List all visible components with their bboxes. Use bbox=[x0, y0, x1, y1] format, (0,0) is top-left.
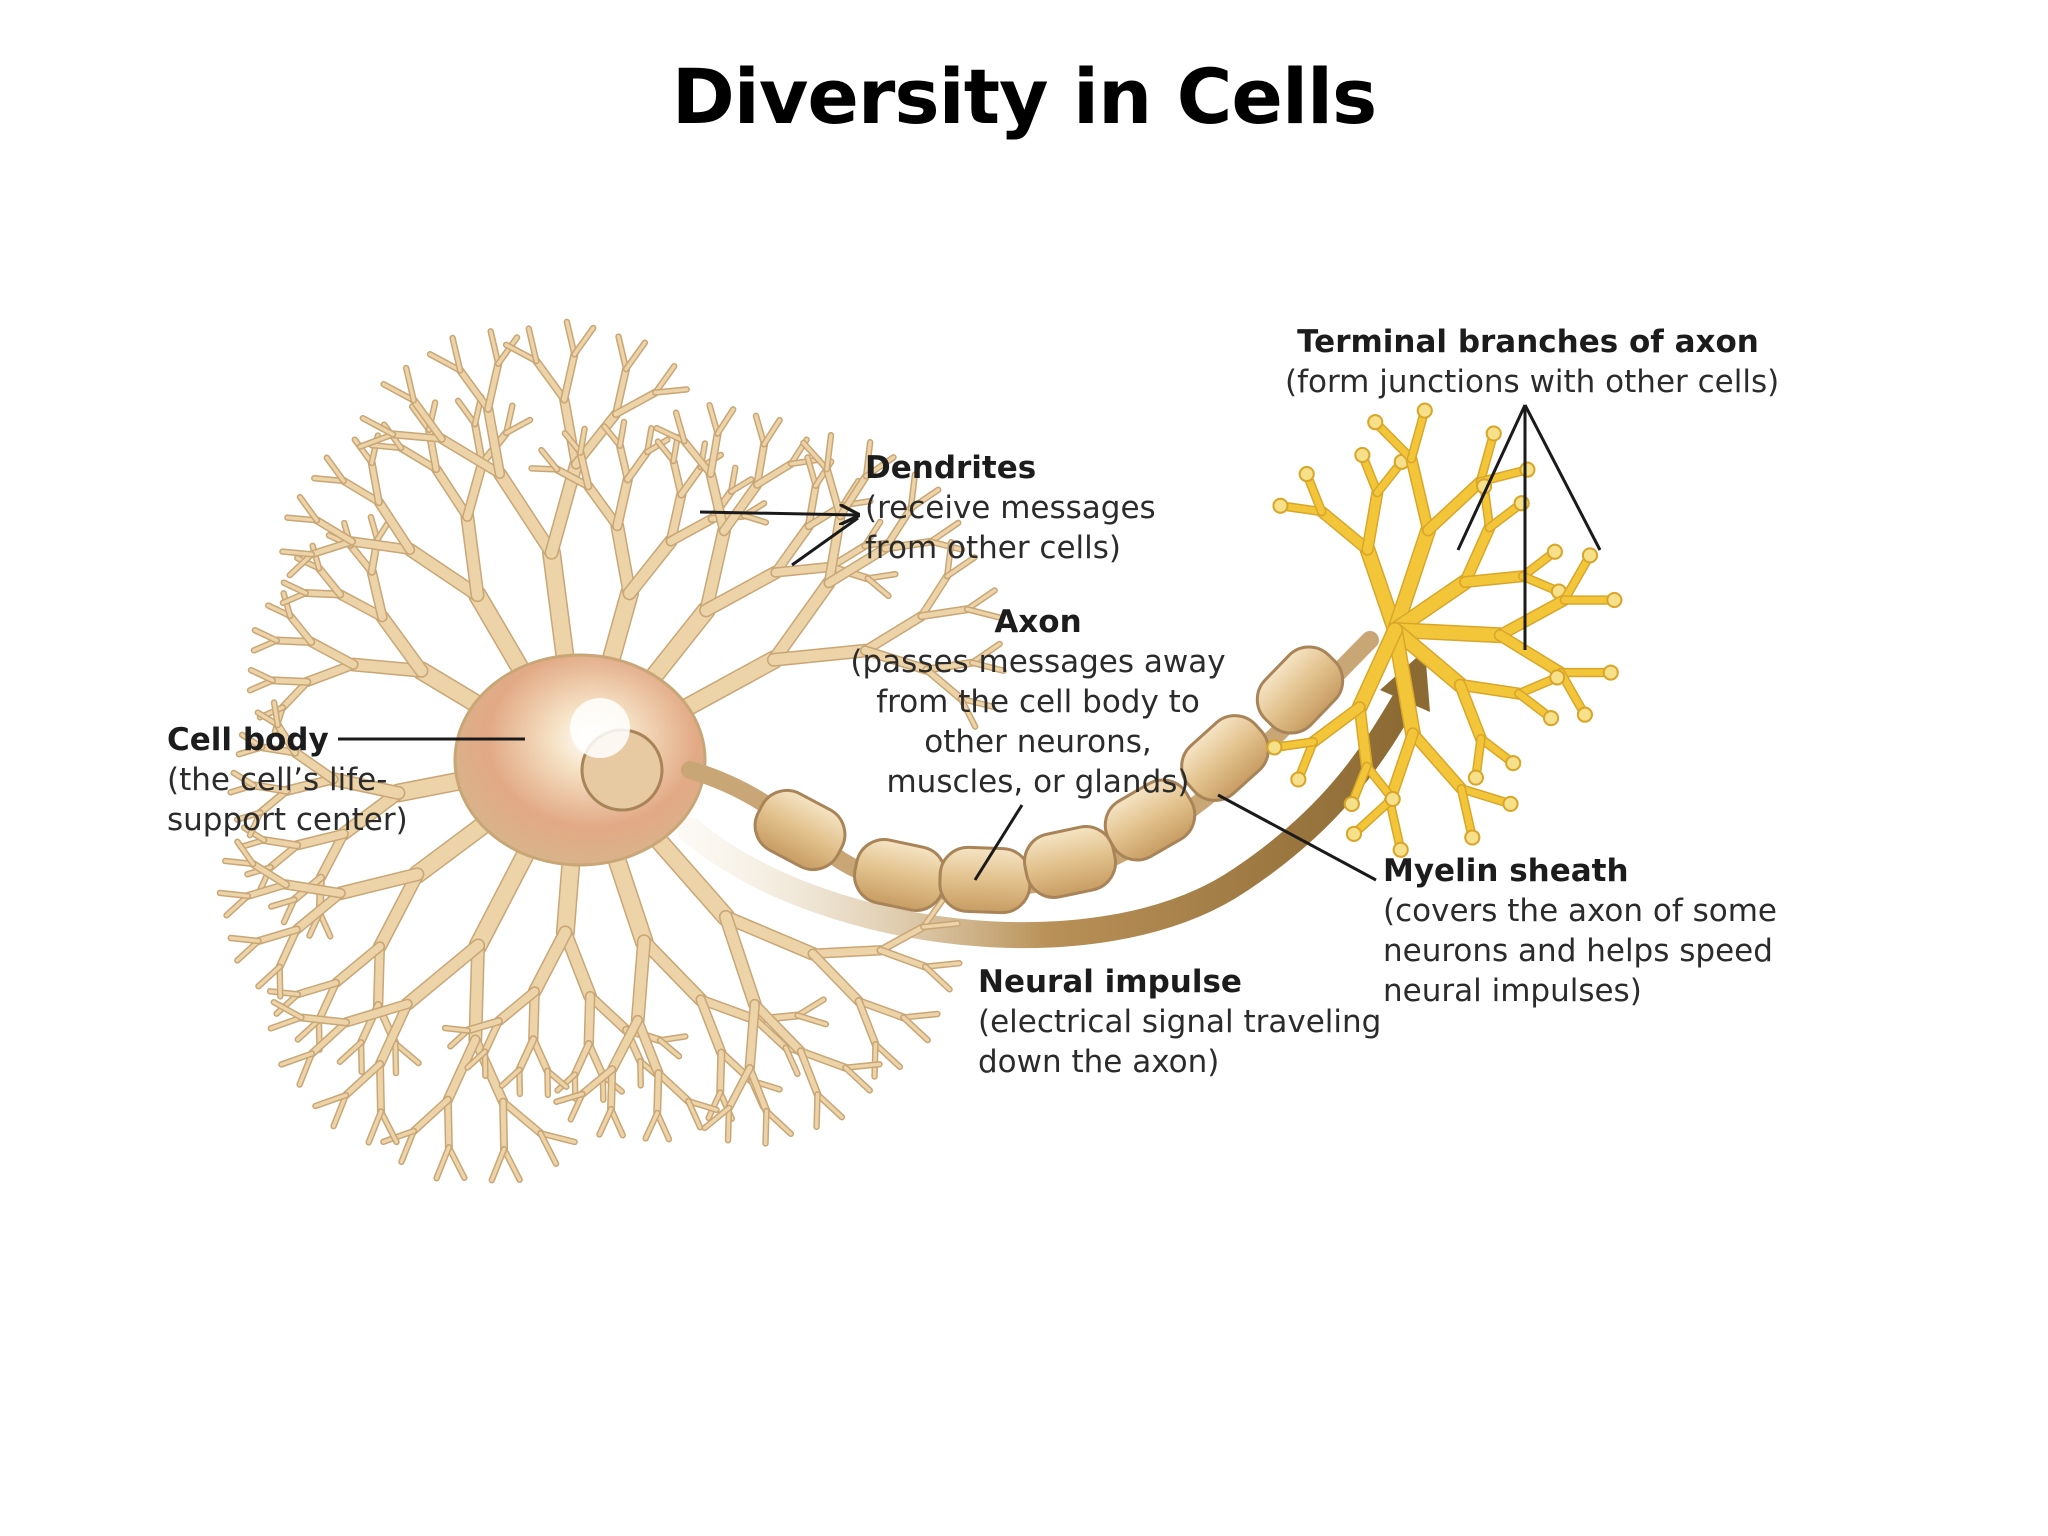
dendrites-pointer-lower bbox=[791, 516, 859, 567]
axon-description: (passes messages away from the cell body… bbox=[850, 644, 1226, 800]
terminal-pointer-1 bbox=[1456, 404, 1527, 551]
label-neural-impulse: Neural impulse (electrical signal travel… bbox=[978, 962, 1381, 1082]
cell-body-soma bbox=[453, 653, 707, 867]
label-axon: Axon (passes messages away from the cell… bbox=[838, 602, 1238, 802]
neural-impulse-title: Neural impulse bbox=[978, 964, 1242, 1000]
terminal-pointer-3 bbox=[1523, 404, 1602, 551]
label-myelin-sheath: Myelin sheath (covers the axon of some n… bbox=[1383, 851, 1777, 1011]
axon-pointer bbox=[973, 804, 1024, 881]
label-dendrites: Dendrites (receive messages from other c… bbox=[865, 448, 1156, 568]
cell-body-title: Cell body bbox=[167, 722, 329, 758]
dendrites-pointer-upper bbox=[699, 512, 858, 515]
pointer-lines bbox=[338, 404, 1602, 882]
terminal-branches-description: (form junctions with other cells) bbox=[1285, 364, 1780, 400]
myelin-pointer bbox=[1217, 793, 1377, 882]
cell-body-description: (the cell’s life- support center) bbox=[167, 762, 408, 838]
slide-title: Diversity in Cells bbox=[671, 52, 1378, 141]
neural-impulse-description: (electrical signal traveling down the ax… bbox=[978, 1004, 1382, 1080]
myelin-sheath-title: Myelin sheath bbox=[1383, 853, 1629, 889]
label-terminal-branches: Terminal branches of axon (form junction… bbox=[1285, 322, 1779, 402]
terminal-branches-title: Terminal branches of axon bbox=[1297, 324, 1759, 360]
terminal-branches bbox=[1266, 402, 1623, 858]
label-cell-body: Cell body (the cell’s life- support cent… bbox=[167, 720, 408, 840]
dendrites-description: (receive messages from other cells) bbox=[865, 490, 1156, 566]
axon-title: Axon bbox=[994, 604, 1082, 640]
axon bbox=[681, 631, 1379, 915]
dendrites-title: Dendrites bbox=[865, 450, 1037, 486]
myelin-sheath-description: (covers the axon of some neurons and hel… bbox=[1383, 893, 1777, 1009]
